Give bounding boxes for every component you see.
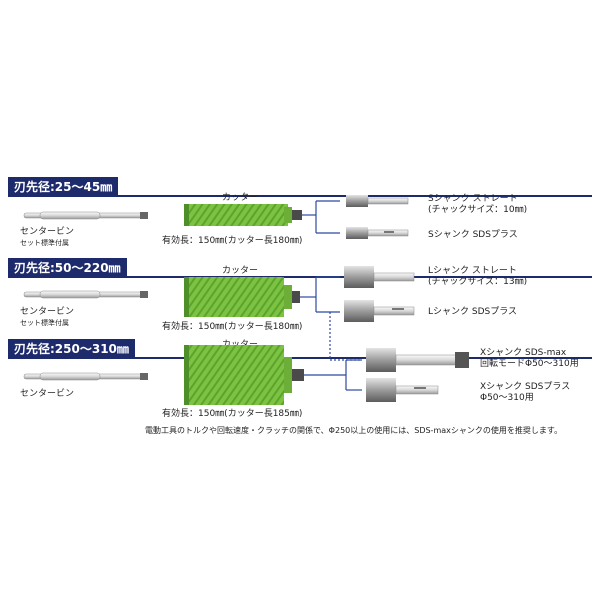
row2-center-pin-icon	[23, 290, 148, 299]
footnote: 電動工具のトルクや回転速度・クラッチの関係で、Φ250以上の使用には、SDS-m…	[145, 426, 563, 435]
row2-length-label: 有効長：150㎜(カッター長180㎜)	[162, 322, 303, 332]
row2-cutter-label: カッター	[222, 266, 259, 276]
row3-center-pin-label: センタービン	[20, 389, 75, 399]
row1-shank1-line1: Sシャンク ストレート	[428, 194, 518, 204]
row3-diameter-badge: 刃先径:250～310㎜	[8, 339, 135, 359]
row3-divider	[8, 357, 592, 359]
row1-shank2-label: Sシャンク SDSプラス	[428, 230, 518, 241]
row2-shank1-line2: (チャックサイズ：13㎜)	[428, 277, 528, 287]
row2-shank-sds-icon	[344, 300, 415, 322]
row2-center-pin-note: セット標準付属	[20, 319, 69, 327]
row1-shank2-line1: Sシャンク SDSプラス	[428, 230, 518, 240]
row1-shank1-label: Sシャンク ストレート (チャックサイズ：10㎜)	[428, 194, 527, 216]
row2-shank2-line1: Lシャンク SDSプラス	[428, 307, 518, 317]
row1-center-pin-note: セット標準付属	[20, 239, 69, 247]
row2-shank1-label: Lシャンク ストレート (チャックサイズ：13㎜)	[428, 266, 527, 288]
row2-diameter-badge: 刃先径:50～220㎜	[8, 258, 127, 278]
row3-shank2-line2: Φ50～310用	[480, 393, 534, 403]
row3-center-pin-icon	[23, 372, 148, 381]
row3-shank1-line2: 回転モードΦ50～310用	[480, 359, 579, 369]
row3-shank-sdsmax-icon	[366, 348, 469, 372]
row1-divider	[8, 195, 592, 197]
row2-shank-straight-icon	[344, 266, 415, 288]
row2-cutter-icon	[184, 277, 300, 317]
row1-length-label: 有効長：150㎜(カッター長180㎜)	[162, 236, 303, 246]
row1-center-pin-label: センタービン	[20, 227, 75, 237]
row2-divider	[8, 276, 592, 278]
row1-shank-straight-icon	[346, 195, 409, 207]
row2-shank2-label: Lシャンク SDSプラス	[428, 307, 517, 318]
row1-cutter-label: カッター	[222, 193, 259, 203]
row2-shank1-line1: Lシャンク ストレート	[428, 266, 517, 276]
row1-connector	[302, 200, 340, 234]
row1-diameter-badge: 刃先径:25～45㎜	[8, 177, 119, 197]
row3-length-label: 有効長：150㎜(カッター長185㎜)	[162, 409, 303, 419]
row3-cutter-icon	[184, 345, 304, 405]
row2-center-pin-label: センタービン	[20, 307, 75, 317]
row3-shank1-label: Xシャンク SDS-max 回転モードΦ50～310用	[480, 348, 579, 370]
row3-shank2-line1: Xシャンク SDSプラス	[480, 382, 571, 392]
row3-shank-sds-icon	[366, 378, 439, 402]
row3-shank2-label: Xシャンク SDSプラス Φ50～310用	[480, 382, 570, 404]
row3-connector	[304, 359, 362, 391]
row1-shank1-line2: (チャックサイズ：10㎜)	[428, 205, 528, 215]
row1-center-pin-icon	[23, 211, 148, 220]
row1-cutter-icon	[184, 204, 302, 226]
row3-shank1-line1: Xシャンク SDS-max	[480, 348, 567, 358]
row1-shank-sds-icon	[346, 227, 409, 239]
